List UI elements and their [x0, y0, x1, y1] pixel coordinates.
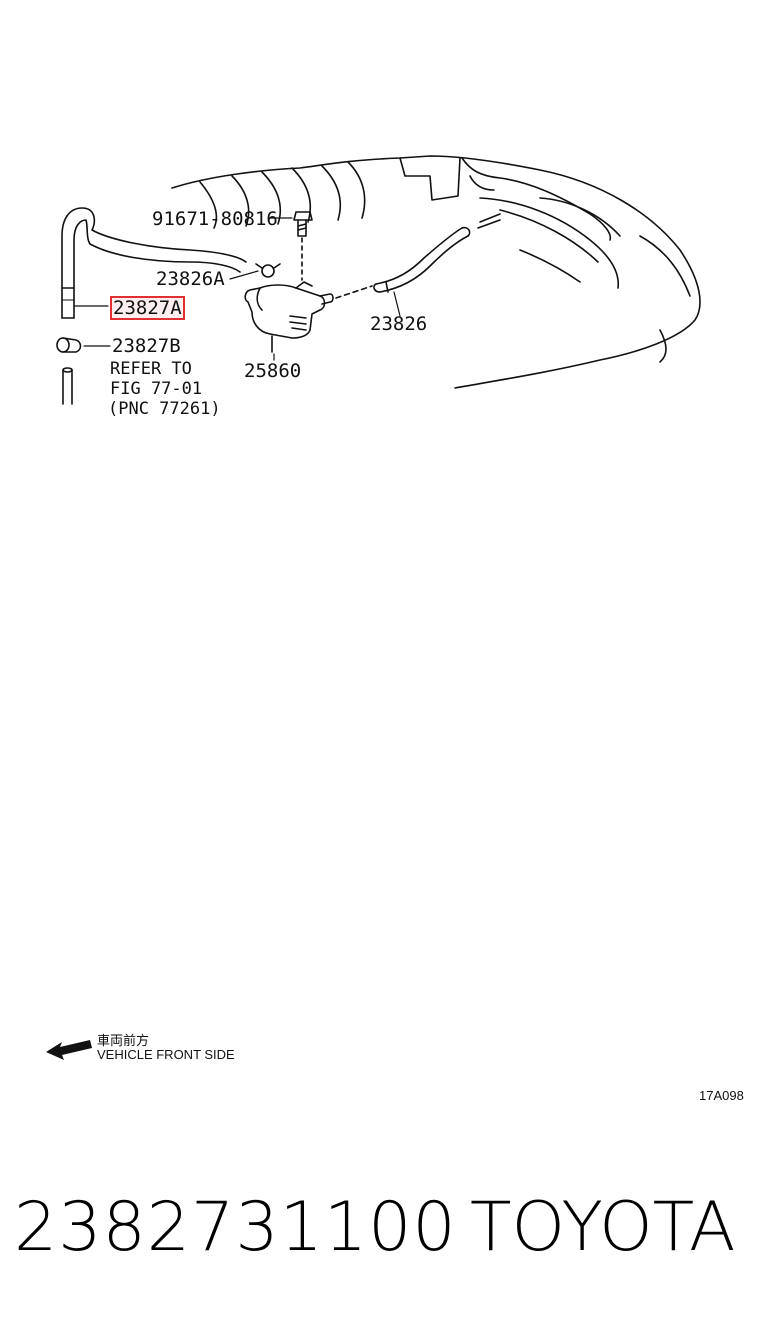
- figure-code: 17A098: [699, 1088, 744, 1103]
- leader-lines: [73, 217, 401, 361]
- hose-23826: [373, 226, 471, 293]
- callout-hose[interactable]: 23826: [370, 313, 428, 335]
- callout-bolt[interactable]: 91671-80816: [152, 208, 278, 230]
- front-label-en: VEHICLE FRONT SIDE: [97, 1047, 235, 1062]
- refer-note-line2: FIG 77-01: [110, 379, 203, 399]
- hose-23827a: [61, 207, 247, 319]
- front-label-jp: 車両前方: [97, 1034, 150, 1049]
- callout-hose-a-highlighted[interactable]: 23827A: [110, 296, 185, 320]
- clip-23827b: [56, 337, 82, 353]
- footer-part-number: 2382731100: [14, 1188, 457, 1267]
- callout-clamp-a[interactable]: 23826A: [156, 268, 225, 290]
- refer-note-line3: (PNC 77261): [108, 399, 221, 419]
- callout-clip-b[interactable]: 23827B: [112, 335, 181, 357]
- vsv-25860: [244, 281, 373, 353]
- clamp-23826a: [255, 263, 281, 278]
- refer-note-line1: REFER TO: [110, 359, 192, 379]
- front-arrow-icon: [46, 1040, 92, 1060]
- intake-manifold-outline: [171, 155, 701, 389]
- refer-pipe: [62, 367, 73, 405]
- footer-brand: TOYOTA: [470, 1188, 736, 1267]
- callout-valve[interactable]: 25860: [244, 360, 302, 382]
- bolt-91671-80816: [293, 211, 313, 281]
